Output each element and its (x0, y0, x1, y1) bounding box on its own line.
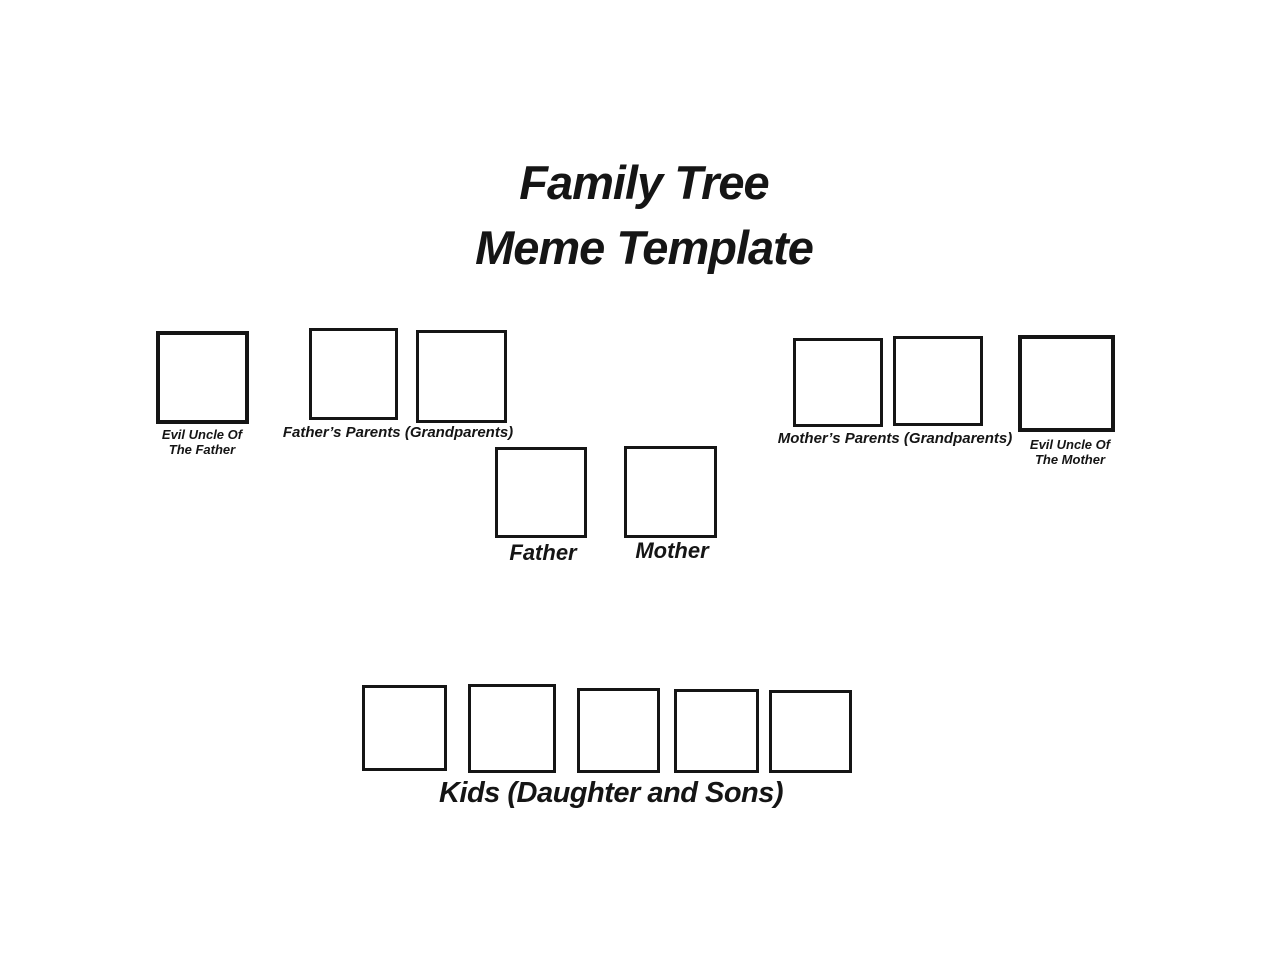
label-evil-uncle-of-father-line-1: Evil Uncle Of (161, 427, 243, 442)
title-line-1: Family Tree (519, 156, 769, 209)
photo-box-mother (624, 446, 717, 538)
label-mother: Mother (635, 538, 709, 563)
label-fathers-parents: Father’s Parents (Grandparents) (282, 424, 514, 441)
label-evil-uncle-of-mother-line-2: The Mother (1034, 452, 1106, 467)
label-father: Father (509, 540, 577, 565)
label-evil-uncle-of-mother-line-1: Evil Uncle Of (1029, 437, 1111, 452)
label-evil-uncle-of-mother: Evil Uncle Of The Mother (1030, 437, 1110, 467)
photo-box-kid-5 (769, 690, 852, 773)
label-kids: Kids (Daughter and Sons) (438, 777, 784, 809)
photo-box-evil-uncle-of-father (156, 331, 249, 424)
title-line-2: Meme Template (475, 221, 814, 274)
photo-box-kid-2 (468, 684, 556, 773)
photo-box-mothers-parent-1 (793, 338, 883, 427)
photo-box-father (495, 447, 587, 538)
photo-box-mothers-parent-2 (893, 336, 983, 426)
label-mothers-parents: Mother’s Parents (Grandparents) (777, 430, 1013, 447)
photo-box-fathers-parent-1 (309, 328, 398, 420)
photo-box-evil-uncle-of-mother (1018, 335, 1115, 432)
photo-box-kid-3 (577, 688, 660, 773)
label-evil-uncle-of-father: Evil Uncle Of The Father (162, 427, 242, 457)
photo-box-kid-1 (362, 685, 447, 771)
label-evil-uncle-of-father-line-2: The Father (168, 442, 236, 457)
photo-box-kid-4 (674, 689, 759, 773)
page-title: Family Tree Meme Template (475, 150, 814, 280)
photo-box-fathers-parent-2 (416, 330, 507, 423)
